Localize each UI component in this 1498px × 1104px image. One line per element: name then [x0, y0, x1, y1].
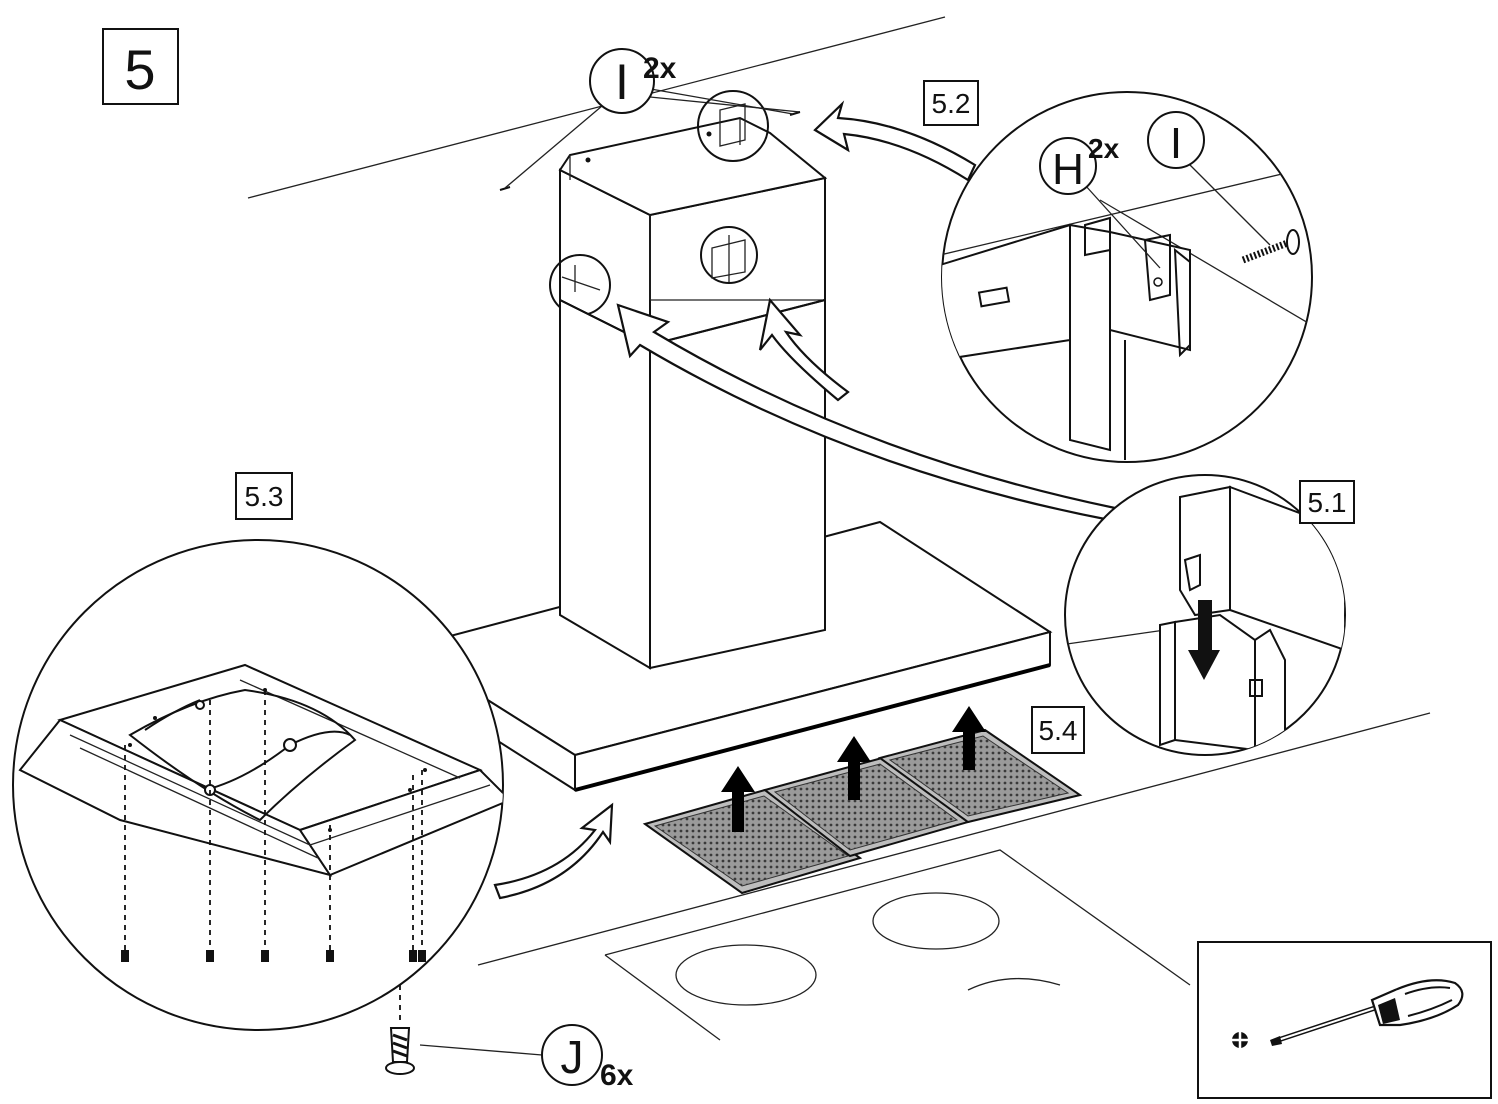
substep-5-4-label: 5.4 — [1031, 706, 1085, 754]
svg-text:H: H — [1052, 145, 1084, 194]
grease-filters — [642, 728, 1083, 895]
svg-text:I: I — [1170, 119, 1182, 168]
substep-5-3: 5.3 — [245, 481, 284, 512]
filter-up-arrows — [721, 706, 986, 832]
svg-text:2x: 2x — [1088, 133, 1120, 164]
svg-text:J: J — [561, 1031, 584, 1083]
grease-filter — [642, 788, 863, 895]
part-J-label: J 6x — [541, 1024, 634, 1092]
bottom-screws — [121, 950, 426, 962]
top-screws — [499, 87, 801, 191]
screw-J — [385, 985, 543, 1075]
step-number-box: 5 — [102, 28, 179, 105]
phillips-cross-icon — [1232, 1032, 1248, 1048]
curved-arrows — [493, 100, 1117, 900]
part-H-label: H 2x — [1039, 133, 1120, 195]
step-number: 5 — [124, 38, 155, 101]
tool-box — [1197, 941, 1492, 1099]
screw-I — [1189, 164, 1300, 264]
part-I-top-label: I 2x — [589, 48, 677, 114]
part-I-letter: I — [615, 54, 629, 110]
screwdriver-icon — [1270, 979, 1464, 1046]
part-I-qty: 2x — [643, 52, 677, 85]
substep-5-2: 5.2 — [932, 88, 971, 119]
part-I-detail-label: I — [1147, 111, 1205, 169]
svg-text:6x: 6x — [600, 1059, 634, 1092]
detail-circle-top — [697, 90, 769, 162]
detail-5-1: 5.1 — [1064, 474, 1355, 756]
grease-filter — [877, 728, 1083, 824]
detail-5-3: 5.3 — [12, 472, 504, 1031]
detail-5-2: H 2x I 5.2 — [923, 80, 1313, 463]
substep-5-1: 5.1 — [1308, 487, 1347, 518]
detail-circle-side — [700, 226, 758, 284]
cooktop — [477, 712, 1431, 1041]
screw-dash-lines — [124, 690, 423, 950]
substep-5-4: 5.4 — [1039, 715, 1078, 746]
